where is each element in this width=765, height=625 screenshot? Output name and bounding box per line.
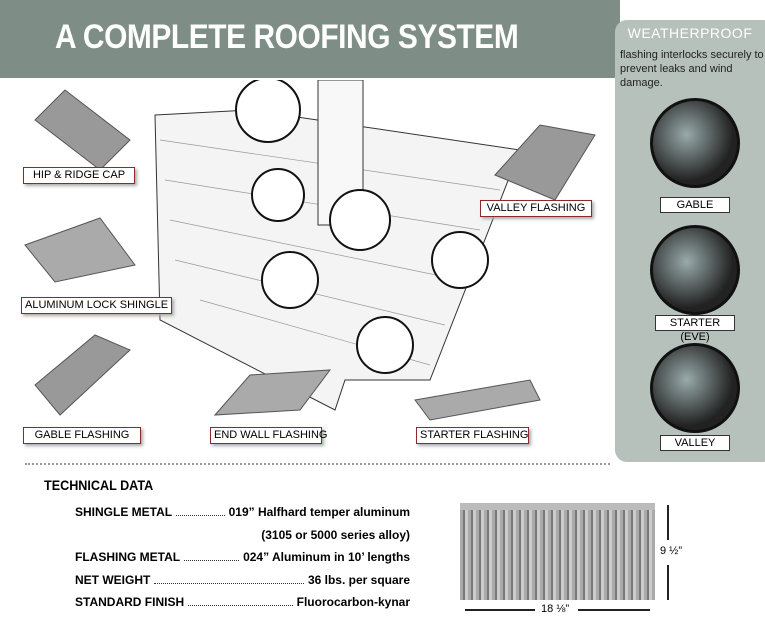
roof-illustration (24, 80, 596, 421)
spec-label: FLASHING METAL (75, 550, 181, 564)
starter-flashing-image (414, 379, 541, 421)
end-wall-image (213, 369, 332, 416)
end-wall-label: END WALL FLASHING (210, 427, 328, 444)
spec-row: FLASHING METAL 024” Aluminum in 10’ lengt… (75, 550, 410, 564)
shingle-photo (460, 503, 655, 600)
spec-value: 36 lbs. per square (307, 573, 410, 587)
valley-flashing-label: VALLEY FLASHING (480, 200, 592, 217)
valley-detail-image (650, 343, 740, 433)
starter-detail-image (650, 225, 740, 315)
spec-label: STANDARD FINISH (75, 595, 185, 609)
height-dimension: 9 ½” (660, 545, 683, 557)
spec-value: 024” Aluminum in 10’ lengths (243, 550, 410, 564)
valley-flashing-image (494, 124, 596, 201)
height-dim-line (667, 505, 669, 540)
hip-ridge-image (34, 89, 131, 171)
width-dim-line (578, 609, 650, 611)
spec-value: (3105 or 5000 series alloy) (261, 528, 410, 542)
technical-heading: TECHNICAL DATA (44, 477, 154, 493)
header-band (0, 0, 620, 78)
spec-row-cont: (3105 or 5000 series alloy) (75, 528, 410, 542)
spec-value: Fluorocarbon-kynar (296, 595, 410, 609)
spec-row: SHINGLE METAL 019” Halfhard temper alumin… (75, 505, 410, 519)
starter-flashing-label: STARTER FLASHING (416, 427, 529, 444)
height-dim-line (667, 565, 669, 600)
spec-row: STANDARD FINISH Fluorocarbon-kynar (75, 595, 410, 609)
width-dim-line (465, 609, 535, 611)
divider (25, 463, 610, 465)
lock-shingle-label: ALUMINUM LOCK SHINGLE (21, 297, 173, 314)
lock-shingle-image (24, 217, 136, 283)
spec-value: 019” Halfhard temper aluminum (228, 505, 410, 519)
spec-label: NET WEIGHT (75, 573, 151, 587)
panel-title: WEATHERPROOF (627, 25, 753, 41)
page-title: A COMPLETE ROOFING SYSTEM (55, 18, 519, 56)
width-dimension: 18 ⅛” (541, 603, 570, 615)
weatherproof-panel: WEATHERPROOF flashing interlocks securel… (615, 20, 765, 462)
gable-label: GABLE (660, 197, 730, 213)
gable-flashing-image (34, 334, 131, 416)
gable-detail-image (650, 98, 740, 188)
hip-ridge-label: HIP & RIDGE CAP (23, 167, 135, 184)
spec-row: NET WEIGHT 36 lbs. per square (75, 573, 410, 587)
valley-label: VALLEY (660, 435, 730, 451)
spec-label: SHINGLE METAL (75, 505, 173, 519)
starter-label: STARTER (EVE) (655, 315, 735, 343)
panel-text: flashing interlocks securely to prevent … (620, 49, 764, 89)
gable-flashing-label: GABLE FLASHING (23, 427, 141, 444)
